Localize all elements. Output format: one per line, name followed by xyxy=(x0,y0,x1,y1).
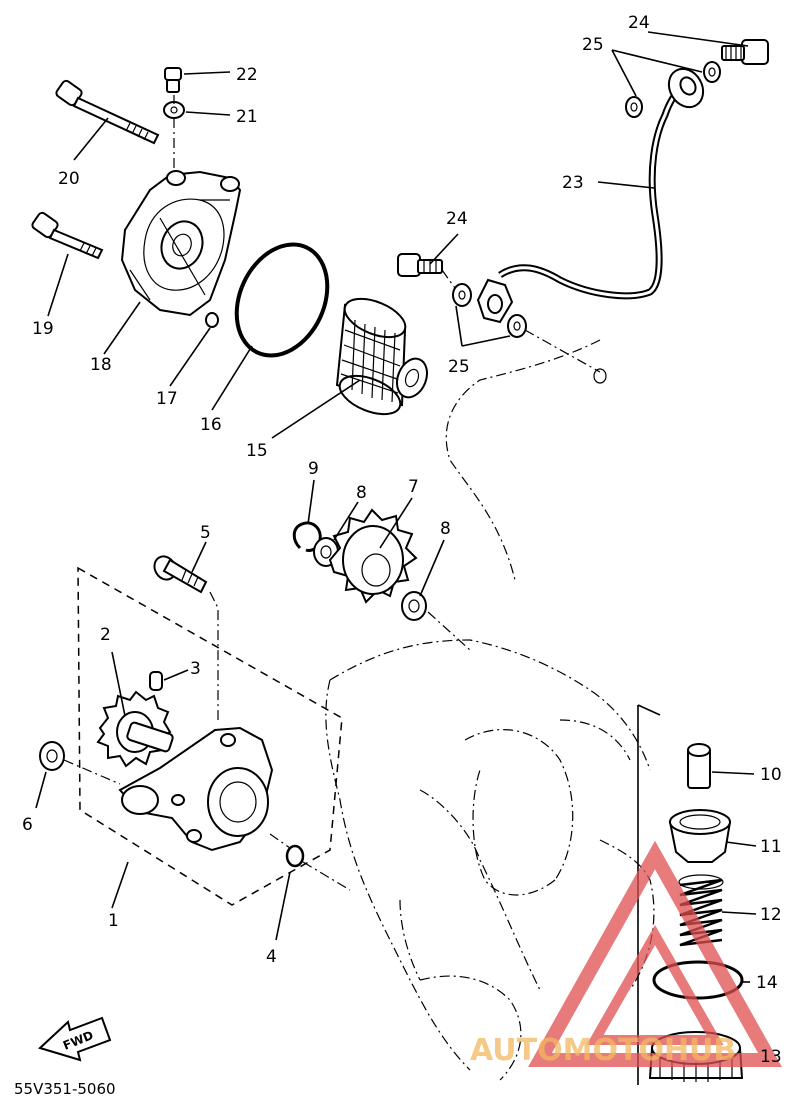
engine-case-outline xyxy=(325,339,655,1081)
callout-15: 15 xyxy=(246,441,268,461)
callout-23: 23 xyxy=(562,173,584,193)
callout-16: 16 xyxy=(200,415,222,435)
callout-6: 6 xyxy=(22,815,33,835)
copper-washer-upper-a xyxy=(625,96,643,118)
callout-13: 13 xyxy=(760,1047,782,1067)
oil-pump-body xyxy=(118,726,274,852)
callout-25-upper: 25 xyxy=(582,35,604,55)
callout-25-lower: 25 xyxy=(448,357,470,377)
relief-valve-piston xyxy=(687,743,711,789)
copper-washer-lower-a xyxy=(452,283,472,307)
callout-8-right: 8 xyxy=(440,519,451,539)
long-bolt xyxy=(55,79,160,145)
callout-17: 17 xyxy=(156,389,178,409)
callout-12: 12 xyxy=(760,905,782,925)
oil-filter-cover xyxy=(120,170,242,317)
copper-washer-lower-b xyxy=(507,314,527,338)
callout-19: 19 xyxy=(32,319,54,339)
small-bolt xyxy=(164,67,182,93)
oil-pump-assembly-boundary xyxy=(77,566,343,906)
forward-direction-arrow: FWD xyxy=(38,1016,112,1062)
oil-delivery-pipe xyxy=(476,67,705,324)
shaft-collar xyxy=(39,741,65,771)
relief-valve-o-ring xyxy=(652,960,744,1000)
pipe-banjo-upper xyxy=(667,67,705,109)
large-o-ring xyxy=(234,242,330,358)
pump-driven-gear xyxy=(96,690,174,768)
pump-o-ring xyxy=(285,844,305,868)
callout-8-left: 8 xyxy=(356,483,367,503)
callout-9: 9 xyxy=(308,459,319,479)
dowel-pin xyxy=(149,671,163,691)
relief-valve-cap xyxy=(668,809,732,863)
pipe-banjo-lower xyxy=(476,278,514,324)
diagram-code: 55V351-5060 xyxy=(14,1080,116,1098)
callout-14: 14 xyxy=(756,973,778,993)
watermark-text: AUTOMOTOHUB xyxy=(470,1033,736,1068)
callout-3: 3 xyxy=(190,659,201,679)
union-bolt-lower xyxy=(397,253,443,277)
union-bolt-upper xyxy=(721,39,769,65)
callout-21: 21 xyxy=(236,107,258,127)
plain-washer xyxy=(163,101,185,119)
callout-24-lower: 24 xyxy=(446,209,468,229)
pump-bolt xyxy=(153,555,208,594)
callout-24-upper: 24 xyxy=(628,13,650,33)
short-bolt xyxy=(31,211,104,260)
oil-filter-element xyxy=(335,297,428,416)
thrust-washer-b xyxy=(401,591,427,621)
callout-7: 7 xyxy=(408,477,419,497)
relief-valve-spring xyxy=(678,874,724,947)
callout-labels: 1 2 3 4 5 6 7 8 8 9 10 11 12 13 14 15 16… xyxy=(22,13,782,1067)
copper-washer-upper-b xyxy=(703,61,721,83)
callout-2: 2 xyxy=(100,625,111,645)
watermark-logo xyxy=(528,840,782,1067)
callout-4: 4 xyxy=(266,947,277,967)
leader-lines xyxy=(35,31,757,983)
callout-18: 18 xyxy=(90,355,112,375)
callout-5: 5 xyxy=(200,523,211,543)
callout-10: 10 xyxy=(760,765,782,785)
callout-22: 22 xyxy=(236,65,258,85)
callout-1: 1 xyxy=(108,911,119,931)
small-o-ring xyxy=(205,312,219,328)
callout-11: 11 xyxy=(760,837,782,857)
callout-20: 20 xyxy=(58,169,80,189)
relief-valve-group-bracket xyxy=(637,704,661,1085)
pump-drive-gear xyxy=(328,508,418,604)
